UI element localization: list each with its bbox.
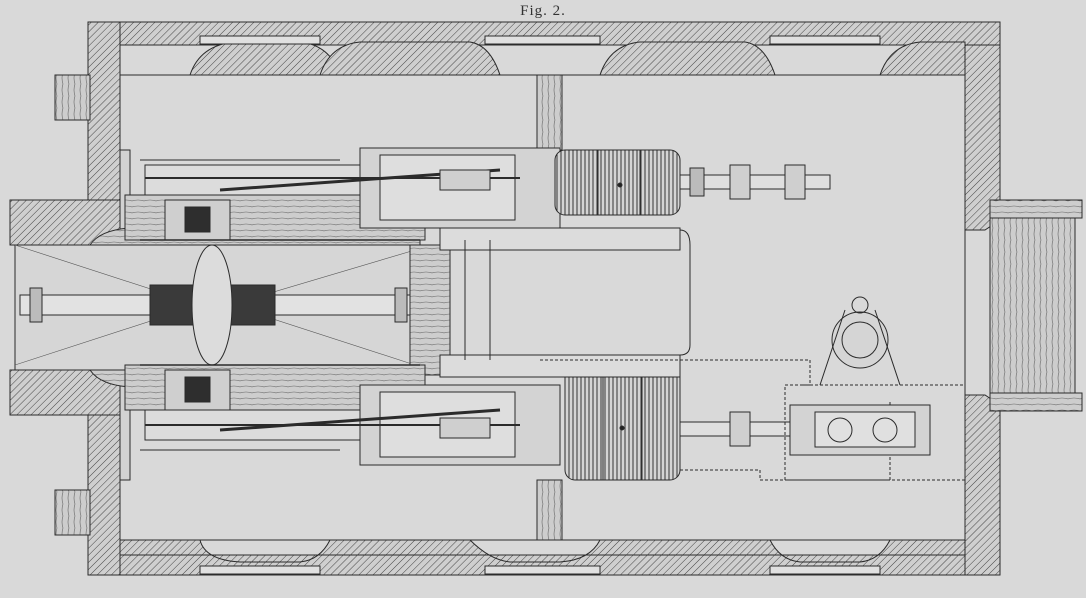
entrance-steps (989, 199, 1083, 412)
wall-bottom (88, 539, 1001, 576)
flywheel (191, 244, 233, 366)
figure-caption: Fig. 2. (520, 3, 566, 19)
crankshaft (19, 244, 411, 366)
engine-lower (124, 364, 561, 466)
wall-left (9, 21, 121, 576)
floor-beam (536, 479, 563, 541)
floor-beam (536, 74, 563, 151)
wall-top (88, 21, 1001, 76)
pump (540, 296, 966, 481)
engine-upper (124, 147, 561, 241)
dynamo-upper (554, 149, 831, 216)
piping (439, 227, 691, 378)
